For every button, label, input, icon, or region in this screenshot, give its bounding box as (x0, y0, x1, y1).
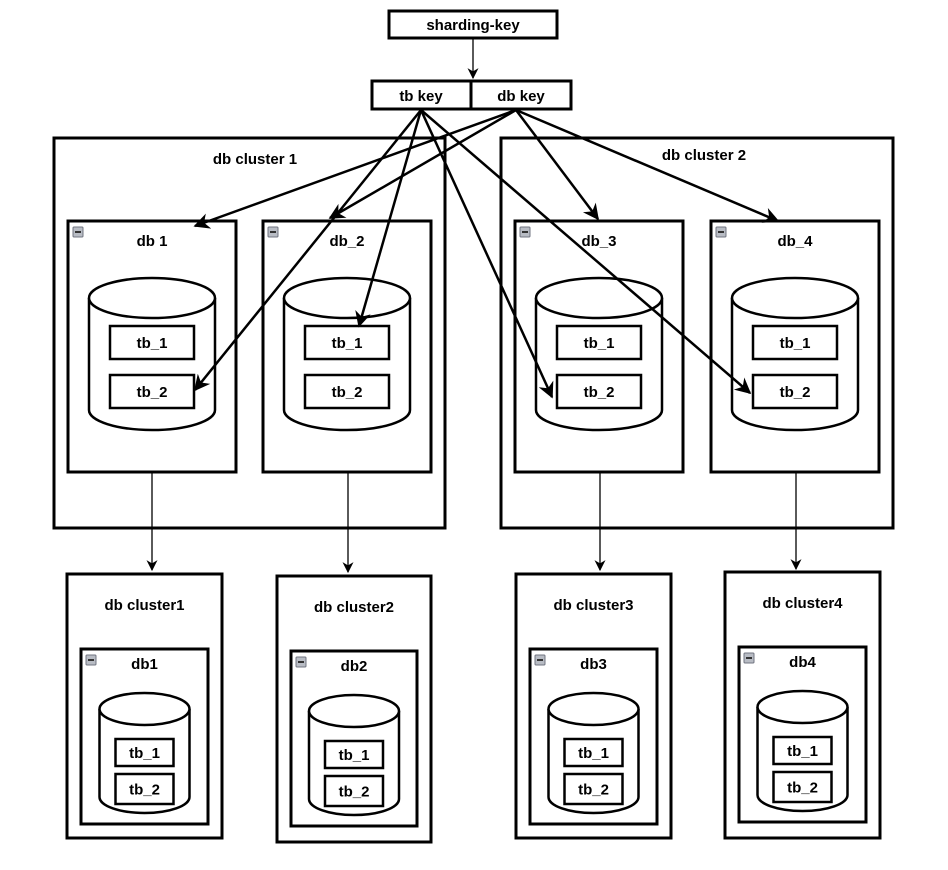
db-label: db4 (789, 654, 816, 671)
edge-dbkey-to-db3 (515, 109, 599, 221)
table-node[interactable]: tb_1 (772, 735, 833, 766)
db-label: db3 (580, 656, 607, 673)
physical-db-node[interactable]: db1 tb_1 tb_2 (79, 647, 210, 826)
physical-cluster-node[interactable]: db cluster1 db1 tb_1 tb_2 (65, 572, 224, 840)
table-label: tb_1 (780, 335, 811, 352)
table-label: tb_1 (339, 747, 370, 764)
table-label: tb_1 (332, 335, 363, 352)
physical-db-node[interactable]: db2 tb_1 tb_2 (289, 649, 419, 828)
sharding-key-node[interactable]: sharding-key (387, 9, 559, 40)
cluster-label: db cluster3 (553, 597, 633, 614)
db-key-node[interactable]: db key (469, 79, 573, 111)
table-node[interactable]: tb_1 (323, 739, 385, 770)
edge-dbkey-to-db1 (193, 108, 517, 229)
table-label: tb_2 (787, 779, 818, 796)
table-label: tb_1 (129, 745, 160, 762)
table-node[interactable]: tb_2 (563, 772, 624, 806)
table-label: tb_2 (332, 384, 363, 401)
logical-db-node[interactable]: db 1 tb_1 tb_2 (66, 219, 238, 474)
db-label: db2 (341, 658, 368, 675)
sharding-key-label: sharding-key (426, 17, 520, 34)
table-node[interactable]: tb_1 (114, 737, 175, 768)
table-label: tb_2 (137, 384, 168, 401)
logical-db-node[interactable]: db_4 tb_1 tb_2 (709, 219, 881, 474)
table-node[interactable]: tb_1 (555, 324, 643, 361)
logical-db-node[interactable]: db_2 tb_1 tb_2 (261, 219, 433, 474)
edge-tbkey-to-db1-tb2 (193, 109, 422, 392)
table-label: tb_2 (780, 384, 811, 401)
minus-square-icon[interactable] (743, 652, 755, 664)
table-node[interactable]: tb_1 (108, 324, 196, 361)
edge-tbkey-to-db4-tb2 (420, 109, 752, 395)
db-label: db1 (131, 656, 158, 673)
db-label: db_3 (581, 233, 616, 250)
table-node[interactable]: tb_1 (563, 737, 624, 768)
tb-key-label: tb key (399, 88, 443, 105)
table-label: tb_2 (339, 783, 370, 800)
physical-cluster-node[interactable]: db cluster2 db2 tb_1 tb_2 (275, 574, 433, 844)
cluster-label: db cluster1 (104, 597, 184, 614)
table-label: tb_1 (137, 335, 168, 352)
minus-square-icon[interactable] (715, 226, 727, 238)
tb-key-node[interactable]: tb key (370, 79, 473, 111)
table-node[interactable]: tb_2 (323, 774, 385, 808)
table-label: tb_2 (129, 781, 160, 798)
table-node[interactable]: tb_2 (751, 373, 839, 410)
table-node[interactable]: tb_2 (114, 772, 175, 806)
edge-tbkey-to-db2-tb1 (355, 109, 423, 328)
table-node[interactable]: tb_1 (751, 324, 839, 361)
physical-db-node[interactable]: db4 tb_1 tb_2 (737, 645, 868, 824)
minus-square-icon[interactable] (85, 654, 97, 666)
cluster-label: db cluster 1 (213, 151, 297, 168)
table-node[interactable]: tb_2 (772, 770, 833, 804)
physical-cluster-node[interactable]: db cluster4 db4 tb_1 tb_2 (723, 570, 882, 840)
minus-square-icon[interactable] (72, 226, 84, 238)
table-label: tb_2 (584, 384, 615, 401)
edge-dbkey-to-db4 (515, 108, 780, 223)
edge-tbkey-to-db3-tb2 (419, 109, 554, 399)
cluster-label: db cluster2 (314, 599, 394, 616)
edge-dbkey-to-db2 (328, 108, 517, 220)
table-label: tb_1 (578, 745, 609, 762)
table-label: tb_1 (787, 743, 818, 760)
minus-square-icon[interactable] (519, 226, 531, 238)
cluster-label: db cluster4 (762, 595, 843, 612)
table-node[interactable]: tb_2 (303, 373, 391, 410)
cluster-label: db cluster 2 (662, 147, 746, 164)
db-label: db_2 (329, 233, 364, 250)
logical-db-node[interactable]: db_3 tb_1 tb_2 (513, 219, 685, 474)
routing-arrows (193, 108, 780, 399)
minus-square-icon[interactable] (295, 656, 307, 668)
minus-square-icon[interactable] (534, 654, 546, 666)
db-key-label: db key (497, 88, 545, 105)
table-label: tb_2 (578, 781, 609, 798)
minus-square-icon[interactable] (267, 226, 279, 238)
physical-cluster-node[interactable]: db cluster3 db3 tb_1 tb_2 (514, 572, 673, 840)
db-label: db_4 (777, 233, 813, 250)
table-label: tb_1 (584, 335, 615, 352)
physical-db-node[interactable]: db3 tb_1 tb_2 (528, 647, 659, 826)
table-node[interactable]: tb_2 (555, 373, 643, 410)
table-node[interactable]: tb_2 (108, 373, 196, 410)
db-label: db 1 (137, 233, 168, 250)
table-node[interactable]: tb_1 (303, 324, 391, 361)
